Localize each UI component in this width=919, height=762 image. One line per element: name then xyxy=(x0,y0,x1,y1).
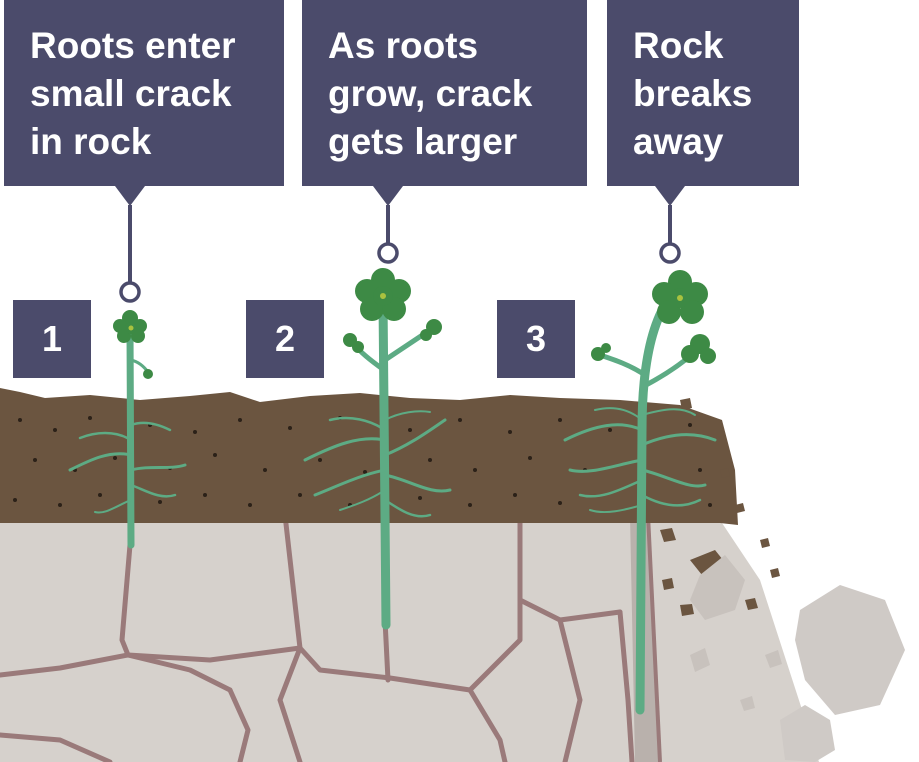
plant-2 xyxy=(303,268,452,630)
callout-1-line-3: in rock xyxy=(30,121,152,162)
callout-3-line-1: Rock xyxy=(633,25,724,66)
rock-layer xyxy=(0,510,819,762)
callout-step-3: Rock breaks away xyxy=(607,0,799,186)
callout-1-line-1: Roots enter xyxy=(30,25,236,66)
callout-3-line-3: away xyxy=(633,121,724,162)
plant-3 xyxy=(563,270,717,715)
plant-1 xyxy=(68,310,187,549)
callout-3-line-2: breaks xyxy=(633,73,753,114)
callout-step-1: Roots enter small crack in rock xyxy=(4,0,284,186)
soil-layer xyxy=(0,388,738,525)
callout-2-line-3: gets larger xyxy=(328,121,518,162)
falling-debris xyxy=(660,398,905,762)
callout-2-line-1: As roots xyxy=(328,25,479,66)
step-number-badge-2: 2 xyxy=(246,300,324,378)
callout-1-line-2: small crack xyxy=(30,73,232,114)
step-number-badge-3: 3 xyxy=(497,300,575,378)
callout-pointers xyxy=(115,186,685,303)
step-number-badge-1: 1 xyxy=(13,300,91,378)
callout-step-2: As roots grow, crack gets larger xyxy=(302,0,587,186)
callout-2-line-2: grow, crack xyxy=(328,73,533,114)
rock-cracks xyxy=(0,512,635,762)
